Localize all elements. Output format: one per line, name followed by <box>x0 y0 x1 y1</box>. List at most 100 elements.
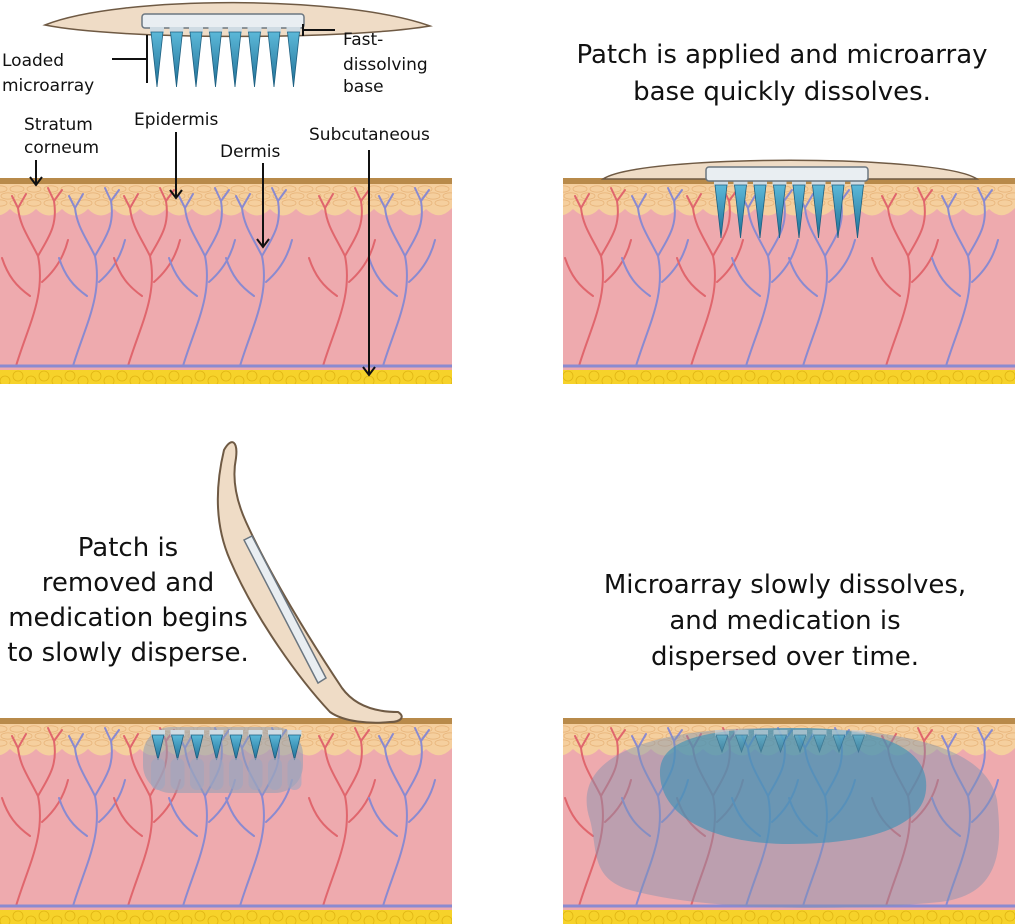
epidermis-cell <box>26 199 42 207</box>
fat-cell <box>757 915 769 924</box>
fat-cell <box>25 375 37 384</box>
epidermis-cell <box>349 199 365 207</box>
fat-cell <box>731 375 743 384</box>
fat-cell <box>563 910 574 922</box>
fat-cell <box>991 915 1003 924</box>
fat-cell <box>952 910 964 922</box>
subcutaneous-fat-layer <box>0 910 452 924</box>
fat-cell <box>0 375 11 384</box>
needle-shaft <box>714 180 728 186</box>
fat-cell <box>51 915 63 924</box>
epidermis-cell <box>0 199 8 207</box>
artery <box>1 727 69 907</box>
epidermis-cell <box>383 725 399 733</box>
fat-cell <box>103 915 115 924</box>
epidermis-cell <box>589 185 605 193</box>
fat-cell <box>965 375 977 384</box>
epidermis-cell <box>264 185 280 193</box>
epidermis-cell <box>980 199 996 207</box>
fat-cell <box>796 910 808 922</box>
epidermis-cell <box>640 185 656 193</box>
needle-shaft <box>248 730 263 736</box>
fat-cell <box>640 910 652 922</box>
fat-cell <box>116 370 128 382</box>
epidermis-cell <box>623 725 639 733</box>
epidermis-cell <box>1005 192 1015 200</box>
fat-cell <box>285 915 297 924</box>
fat-cell <box>376 910 388 922</box>
annotations-step1 <box>29 24 376 377</box>
fat-cell <box>311 375 323 384</box>
epidermis-cell <box>903 732 919 740</box>
fat-cell <box>350 910 362 922</box>
microneedle <box>715 734 729 754</box>
fat-cell <box>64 370 76 382</box>
epidermis-cell <box>128 199 144 207</box>
epidermis-cell <box>434 725 450 733</box>
microneedle <box>831 184 845 239</box>
loaded-microarray-label-2: microarray <box>2 76 94 96</box>
epidermis-cell <box>682 192 698 200</box>
fat-cell <box>337 915 349 924</box>
needle-shaft <box>268 730 282 736</box>
fat-cell <box>861 375 873 384</box>
needle-shaft <box>754 730 768 736</box>
epidermis-cell <box>43 199 59 207</box>
fat-cell <box>835 915 847 924</box>
fat-cell <box>129 375 141 384</box>
step2-caption-line1: Patch is applied and microarray <box>576 40 987 70</box>
fat-cell <box>809 915 821 924</box>
epidermis-cell <box>980 185 996 193</box>
fat-cell <box>822 910 834 922</box>
epidermis-cell <box>366 739 382 747</box>
epidermis-cell <box>657 739 673 747</box>
microneedle <box>190 734 204 761</box>
epidermis-cell <box>26 725 42 733</box>
epidermis-label: Epidermis <box>134 110 218 130</box>
epidermis-cell <box>77 185 93 193</box>
fat-cell <box>402 910 414 922</box>
epidermis-cell <box>417 185 433 193</box>
fat-cell <box>848 910 860 922</box>
epidermis-cell <box>196 199 212 207</box>
epidermis-cell <box>9 725 25 733</box>
fat-cell <box>718 910 730 922</box>
epidermis-cell <box>997 739 1013 747</box>
epidermis-cell <box>306 732 322 740</box>
vein <box>168 187 236 367</box>
fat-cell <box>38 370 50 382</box>
fat-cell <box>978 370 990 382</box>
needle-shaft <box>208 27 223 33</box>
step2-caption-line2: base quickly dissolves. <box>633 77 931 107</box>
fast-dissolving-label-2: dissolving <box>343 55 428 75</box>
epidermis-cell <box>580 192 596 200</box>
subcutaneous-arrow <box>362 150 376 377</box>
microneedle <box>209 31 222 88</box>
needle-shaft <box>715 730 729 736</box>
fat-cell <box>835 375 847 384</box>
epidermis-cell <box>623 185 639 193</box>
microneedle <box>734 734 749 754</box>
epidermis-cell <box>988 192 1004 200</box>
needle-shaft <box>831 180 845 186</box>
fat-cell <box>194 370 206 382</box>
epidermis-cell <box>111 725 127 733</box>
needle-shaft <box>793 730 807 736</box>
epidermis-cell <box>657 725 673 733</box>
fat-cell <box>181 915 193 924</box>
epidermis-cell <box>366 199 382 207</box>
fat-cell <box>298 370 310 382</box>
fat-cell <box>692 910 704 922</box>
fat-cell <box>887 915 899 924</box>
fat-cell <box>653 915 665 924</box>
fat-cell <box>848 370 860 382</box>
patch-step2 <box>600 159 980 239</box>
epidermis-cell <box>162 199 178 207</box>
fast-dissolving-base <box>141 13 305 29</box>
epidermis-cell <box>997 725 1013 733</box>
medication-trail <box>268 758 282 790</box>
removed-patch <box>216 441 403 724</box>
epidermis-cell <box>374 732 390 740</box>
epidermis-cell <box>563 725 571 733</box>
epidermis-cell <box>929 739 945 747</box>
